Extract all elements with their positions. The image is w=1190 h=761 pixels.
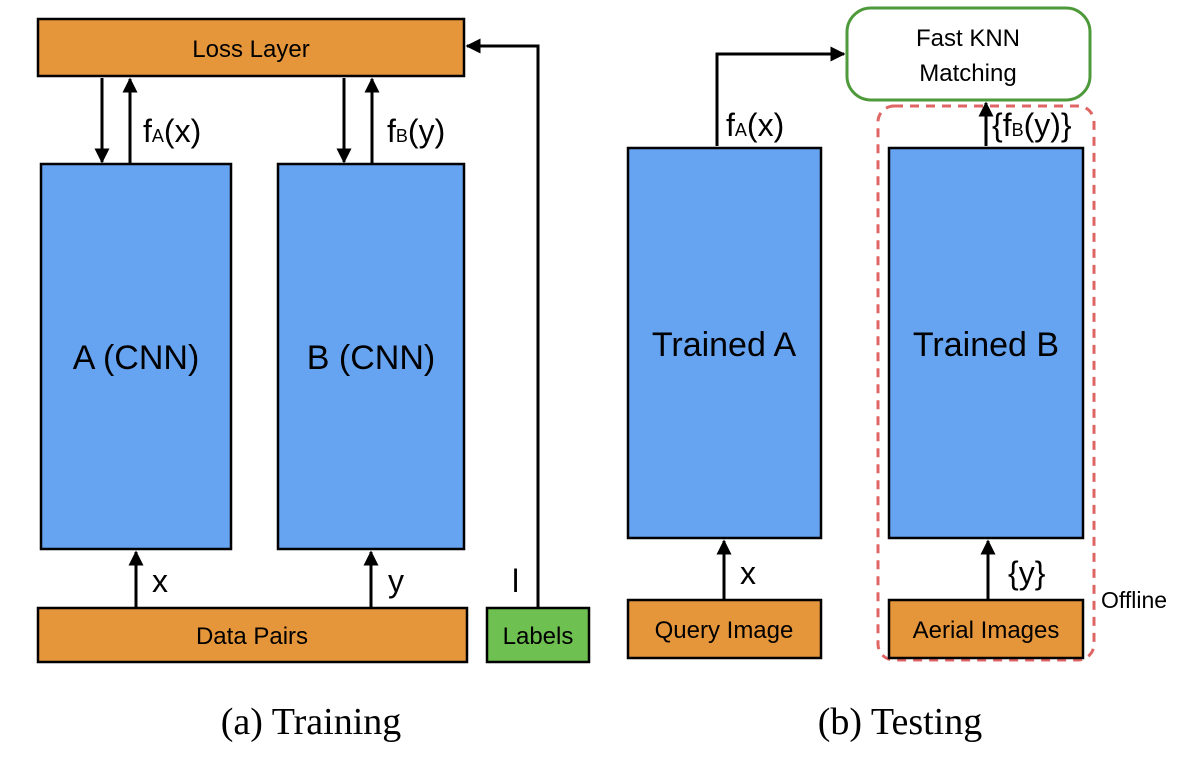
testing-caption: (b) Testing [818,701,982,743]
input-l-label: l [512,563,519,599]
query-image-box: Query Image [626,598,823,660]
network-b-label: B (CNN) [307,339,435,377]
loss-layer-box: Loss Layer [36,17,466,78]
trained-a-label: Trained A [652,326,797,364]
loss-layer-label: Loss Layer [192,36,309,63]
query-image-label: Query Image [655,617,794,644]
fa-output-label: fA(x) [143,113,201,149]
offline-region [876,104,1096,662]
trained-a-box: Trained A [626,146,823,540]
aerial-y-label: {y} [1008,555,1046,591]
trained-b-label: Trained B [913,326,1059,364]
fast-knn-line1: Fast KNN [916,25,1020,52]
data-pairs-box: Data Pairs [36,606,469,664]
trained-b-box: Trained B [887,146,1085,540]
query-x-label: x [740,555,756,591]
aerial-images-box: Aerial Images [887,598,1085,660]
fb-output-label: fB(y) [387,113,445,149]
aerial-images-label: Aerial Images [913,617,1060,644]
offline-label: Offline [1101,587,1167,613]
training-caption: (a) Training [221,701,402,743]
arrow-trained-a-to-knn [715,46,846,146]
input-x-label: x [152,563,168,599]
data-pairs-label: Data Pairs [196,623,308,650]
fa-trained-output-label: fA(x) [726,107,784,143]
labels-label: Labels [503,623,574,650]
labels-box: Labels [485,606,591,664]
fast-knn-line2: Matching [919,60,1016,87]
training-panel: Loss Layer A (CNN) B (CNN) Data Pairs La… [36,17,591,743]
arrow-labels-to-loss [465,38,540,607]
network-b-box: B (CNN) [276,162,466,551]
network-a-label: A (CNN) [73,339,200,377]
fb-trained-output-label: {fB(y)} [992,107,1072,143]
input-y-label: y [388,563,404,599]
fast-knn-box: Fast KNN Matching [845,6,1092,102]
testing-panel: Fast KNN Matching Trained A Trained B Qu… [626,6,1167,743]
network-a-box: A (CNN) [39,162,233,551]
